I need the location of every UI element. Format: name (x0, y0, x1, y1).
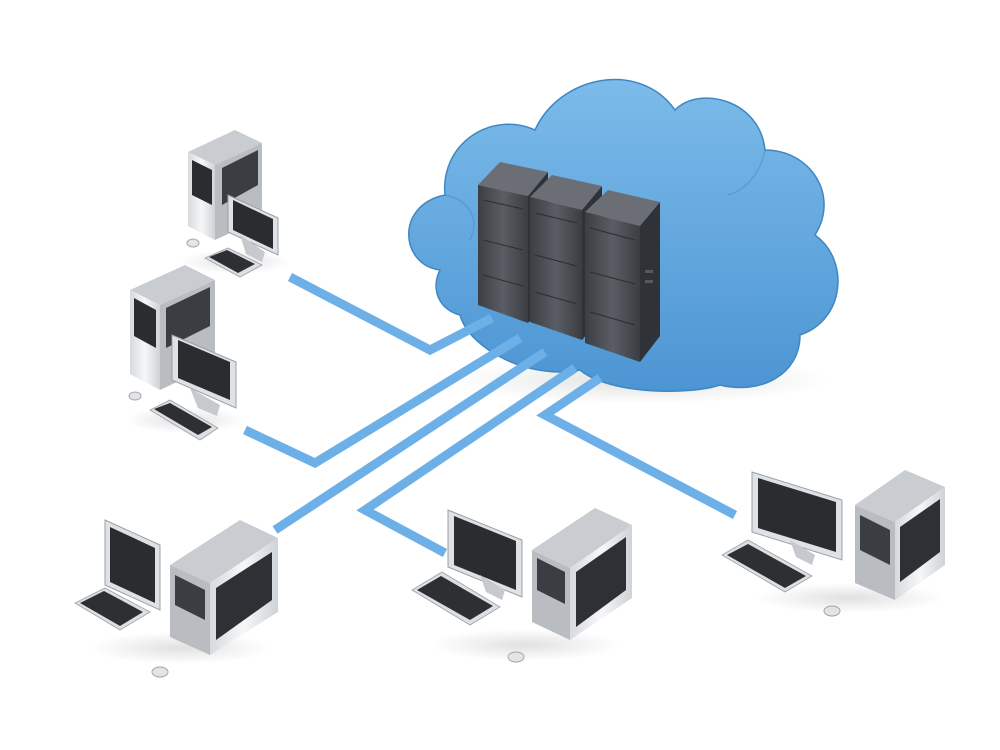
desktop-computer-icon (180, 130, 290, 278)
cable-top-left (287, 273, 495, 356)
desktop-computer-icon (125, 265, 245, 441)
cable-bottom-left (272, 348, 548, 534)
network-cables (243, 273, 738, 557)
cable-mid-left (243, 334, 523, 469)
desktop-computer-icon (411, 508, 632, 663)
server-icon (585, 190, 660, 362)
desktop-computer-icon (74, 519, 278, 678)
desktop-computer-icon (721, 470, 945, 617)
cable-bottom-right (536, 374, 738, 519)
server-rack-group (478, 162, 660, 362)
cable-bottom-center (356, 364, 578, 557)
